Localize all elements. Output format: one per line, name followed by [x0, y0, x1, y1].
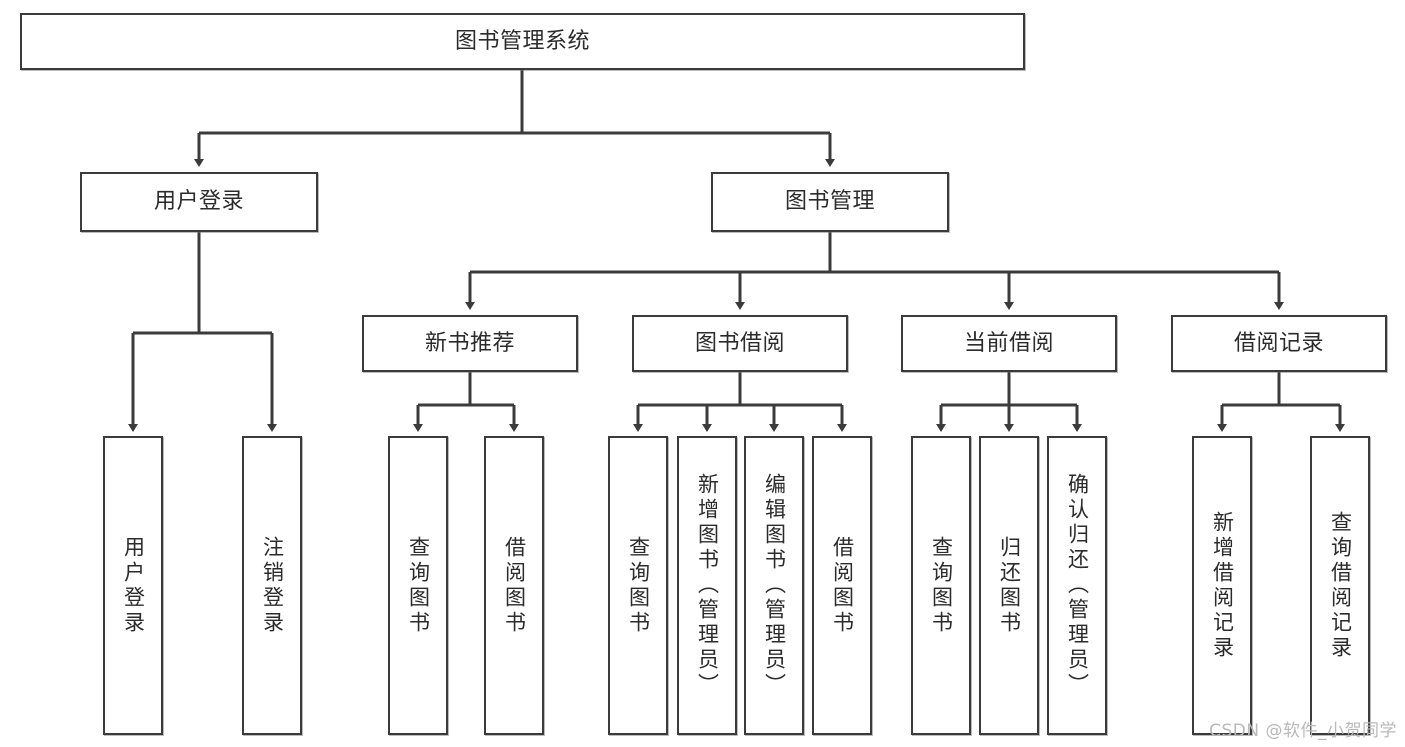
leaf-record-query-record[interactable]: 查询借阅记录	[1310, 436, 1370, 735]
node-label: 新增图书（管理员）	[695, 473, 720, 698]
node-label: 注销登录	[260, 535, 285, 636]
leaf-recommend-query-book[interactable]: 查询图书	[388, 436, 448, 735]
node-borrow-record[interactable]: 借阅记录	[1171, 315, 1387, 372]
node-label: 编辑图书（管理员）	[762, 473, 787, 698]
node-label: 查询图书	[626, 535, 651, 636]
node-root-system[interactable]: 图书管理系统	[20, 13, 1025, 70]
node-user-login[interactable]: 用户登录	[80, 172, 318, 232]
node-book-borrow[interactable]: 图书借阅	[632, 315, 848, 372]
leaf-current-query-book[interactable]: 查询图书	[911, 436, 971, 735]
node-label: 用户登录	[121, 535, 146, 636]
node-label: 查询借阅记录	[1328, 510, 1353, 661]
node-label: 新书推荐	[424, 330, 515, 356]
leaf-user-login-login[interactable]: 用户登录	[103, 436, 163, 735]
leaf-borrow-add-book[interactable]: 新增图书（管理员）	[677, 436, 737, 735]
leaf-borrow-query-book[interactable]: 查询图书	[608, 436, 668, 735]
leaf-borrow-borrow-book[interactable]: 借阅图书	[812, 436, 872, 735]
node-label: 当前借阅	[963, 330, 1054, 356]
node-label: 图书借阅	[694, 330, 785, 356]
node-label: 查询图书	[406, 535, 431, 636]
leaf-borrow-edit-book[interactable]: 编辑图书（管理员）	[744, 436, 804, 735]
node-book-management[interactable]: 图书管理	[711, 172, 949, 232]
node-label: 用户登录	[153, 189, 244, 215]
leaf-user-login-logout[interactable]: 注销登录	[242, 436, 302, 735]
watermark-text: CSDN @软件_小贺同学	[1209, 721, 1397, 741]
node-label: 图书管理	[784, 189, 875, 215]
leaf-current-return-book[interactable]: 归还图书	[979, 436, 1039, 735]
node-label: 图书管理系统	[454, 28, 590, 54]
node-label: 归还图书	[997, 535, 1022, 636]
node-new-book-recommend[interactable]: 新书推荐	[362, 315, 578, 372]
leaf-record-add-record[interactable]: 新增借阅记录	[1192, 436, 1252, 735]
node-current-borrow[interactable]: 当前借阅	[901, 315, 1117, 372]
node-label: 借阅图书	[502, 535, 527, 636]
node-label: 确认归还（管理员）	[1065, 473, 1090, 698]
node-label: 查询图书	[929, 535, 954, 636]
leaf-recommend-borrow-book[interactable]: 借阅图书	[484, 436, 544, 735]
leaf-current-confirm-return[interactable]: 确认归还（管理员）	[1047, 436, 1107, 735]
node-label: 新增借阅记录	[1210, 510, 1235, 661]
node-label: 借阅图书	[830, 535, 855, 636]
node-label: 借阅记录	[1233, 330, 1324, 356]
